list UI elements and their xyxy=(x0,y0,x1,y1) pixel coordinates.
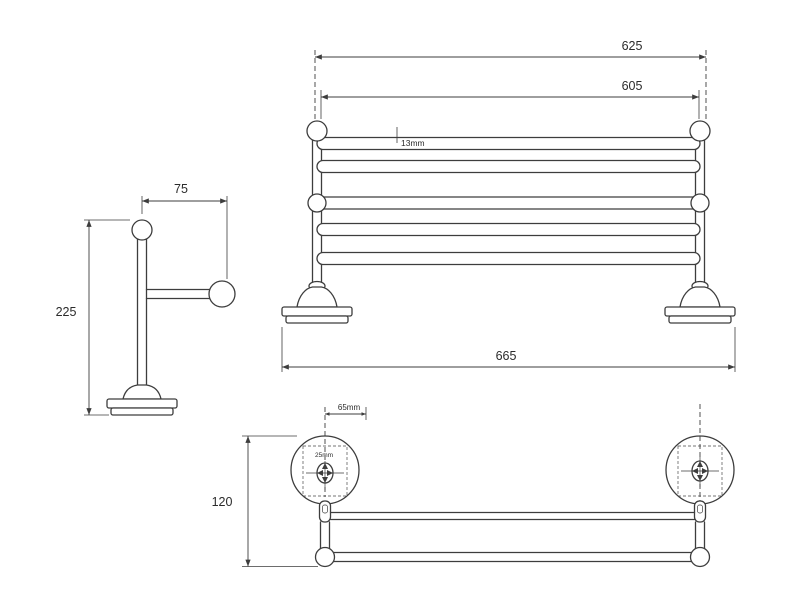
towel-bar xyxy=(316,159,701,174)
side-base xyxy=(106,384,178,416)
mounting-hole-right xyxy=(681,457,719,487)
dimension-label-side-height: 225 xyxy=(56,305,77,319)
plan-inner-rail xyxy=(329,511,696,521)
plan-posts xyxy=(319,521,706,550)
towel-bar xyxy=(316,251,701,266)
towel-bars xyxy=(316,136,701,266)
mounting-template xyxy=(302,445,348,497)
dimension-label-hole-spacing: 25mm xyxy=(315,452,333,459)
callout-bar-diameter: 13mm xyxy=(396,127,425,148)
mounting-hole-left: 25mm xyxy=(306,452,344,490)
dimension-plate-offset: 65mm xyxy=(324,403,367,420)
dimension-label-depth: 120 xyxy=(212,495,233,509)
bracket-left xyxy=(318,500,332,523)
arm-end-disc xyxy=(208,280,236,308)
side-view: 75 225 xyxy=(56,182,236,416)
dimension-label-width-base: 665 xyxy=(496,349,517,363)
side-post xyxy=(136,237,148,387)
plan-outer-rail xyxy=(332,551,693,563)
side-arm xyxy=(145,280,236,308)
dimension-label-width-top: 625 xyxy=(622,39,643,53)
dimension-label-bar-diameter: 13mm xyxy=(401,138,425,148)
dimension-depth: 120 xyxy=(212,435,318,567)
dimension-width-base: 665 xyxy=(281,327,736,372)
ball-finial xyxy=(689,120,711,142)
front-base-right xyxy=(664,286,736,324)
front-base-left xyxy=(281,286,353,324)
dimension-label-arm-offset: 75 xyxy=(174,182,188,196)
front-view: 625 605 13mm xyxy=(281,39,736,372)
ball-finial xyxy=(314,546,336,568)
dimension-label-width-inner: 605 xyxy=(622,79,643,93)
top-view: 65mm 25mm xyxy=(212,403,735,568)
ball-finial xyxy=(689,546,711,568)
dimension-width-inner: 605 xyxy=(320,79,700,119)
ball-finial xyxy=(131,219,153,241)
bracket-right xyxy=(693,500,707,523)
dimension-arm-offset: 75 xyxy=(141,182,228,279)
towel-bar xyxy=(316,136,701,151)
dimension-width-top: 625 xyxy=(314,39,707,122)
ball-finial xyxy=(306,120,328,142)
mounting-template xyxy=(677,445,723,497)
joint-ball xyxy=(690,193,710,213)
towel-bar xyxy=(316,222,701,237)
dimension-side-height: 225 xyxy=(56,219,130,416)
dimension-label-plate-offset: 65mm xyxy=(338,403,361,412)
joint-ball xyxy=(307,193,327,213)
towel-bar xyxy=(316,196,701,210)
